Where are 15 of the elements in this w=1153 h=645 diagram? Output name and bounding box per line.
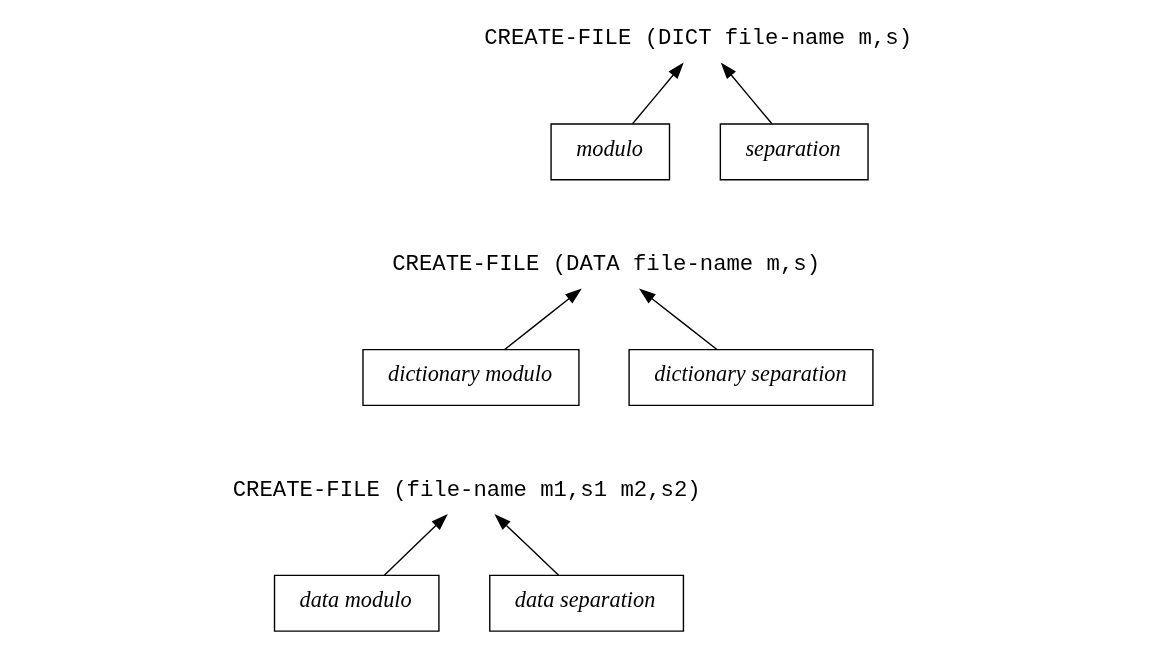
node-text: CREATE-FILE (DICT file-name m,s) bbox=[484, 25, 913, 52]
node-box: modulo bbox=[550, 123, 671, 181]
node-box: data modulo bbox=[273, 574, 440, 632]
node-text: CREATE-FILE (file-name m1,s1 m2,s2) bbox=[232, 476, 701, 503]
arrow bbox=[720, 62, 773, 125]
arrow bbox=[639, 288, 718, 351]
node-box: data separation bbox=[489, 574, 685, 632]
arrow bbox=[494, 514, 560, 576]
node-box: separation bbox=[719, 123, 869, 181]
node-box: dictionary separation bbox=[628, 348, 874, 407]
node-box: dictionary modulo bbox=[362, 348, 580, 407]
arrow bbox=[631, 62, 684, 125]
arrow bbox=[504, 288, 582, 351]
arrow bbox=[383, 514, 448, 576]
node-text: CREATE-FILE (DATA file-name m,s) bbox=[392, 250, 821, 277]
